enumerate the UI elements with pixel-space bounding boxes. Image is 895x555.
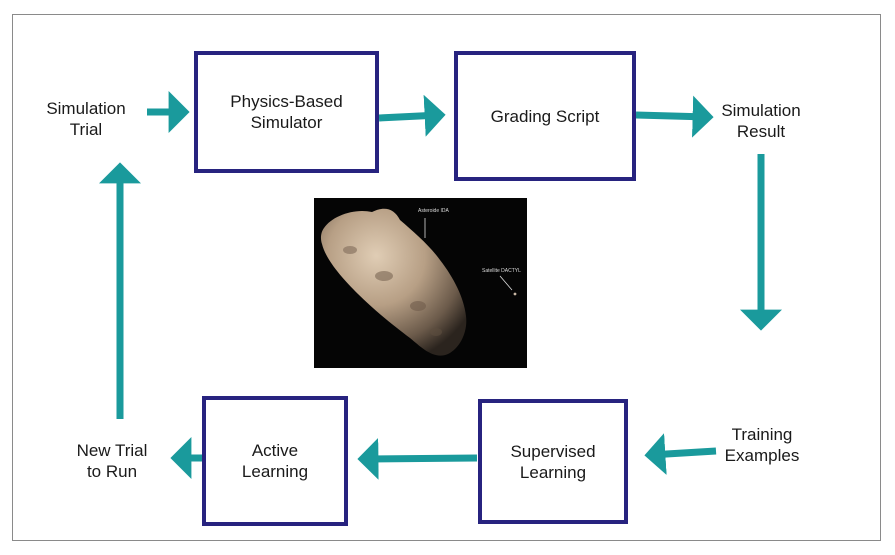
simulation-trial-label: Simulation Trial (46, 99, 126, 139)
arrow-supervised-to-active (357, 437, 478, 480)
simulation-result-label: Simulation Result (721, 101, 801, 141)
caption-asteroid-ida: Asteroide IDA (418, 208, 450, 214)
satellite-dactyl (513, 292, 517, 296)
active-learning-box: Active Learning (202, 396, 348, 526)
new-trial-label: New Trial to Run (76, 441, 148, 481)
training-examples-label: Training Examples (724, 425, 800, 465)
arrow-simulator-to-grading (378, 94, 446, 137)
active-learning-label: Active Learning (241, 441, 309, 481)
arrow-grading-to-result (635, 95, 714, 138)
supervised-learning-label: Supervised Learning (510, 441, 596, 482)
asteroid-ida (320, 208, 467, 356)
grading-script-label: Grading Script (490, 106, 600, 126)
caption-satellite-dactyl: Satellite DACTYL (482, 268, 521, 274)
grading-script-box: Grading Script (454, 51, 636, 181)
asteroid-image: Asteroide IDA Satellite DACTYL (314, 198, 527, 368)
supervised-learning-box: Supervised Learning (478, 399, 628, 524)
arrow-training-to-supervised (644, 433, 717, 476)
diagram-frame (12, 14, 881, 541)
physics-simulator-label: Physics-Based Simulator (230, 92, 343, 132)
physics-simulator-box: Physics-Based Simulator (194, 51, 379, 173)
